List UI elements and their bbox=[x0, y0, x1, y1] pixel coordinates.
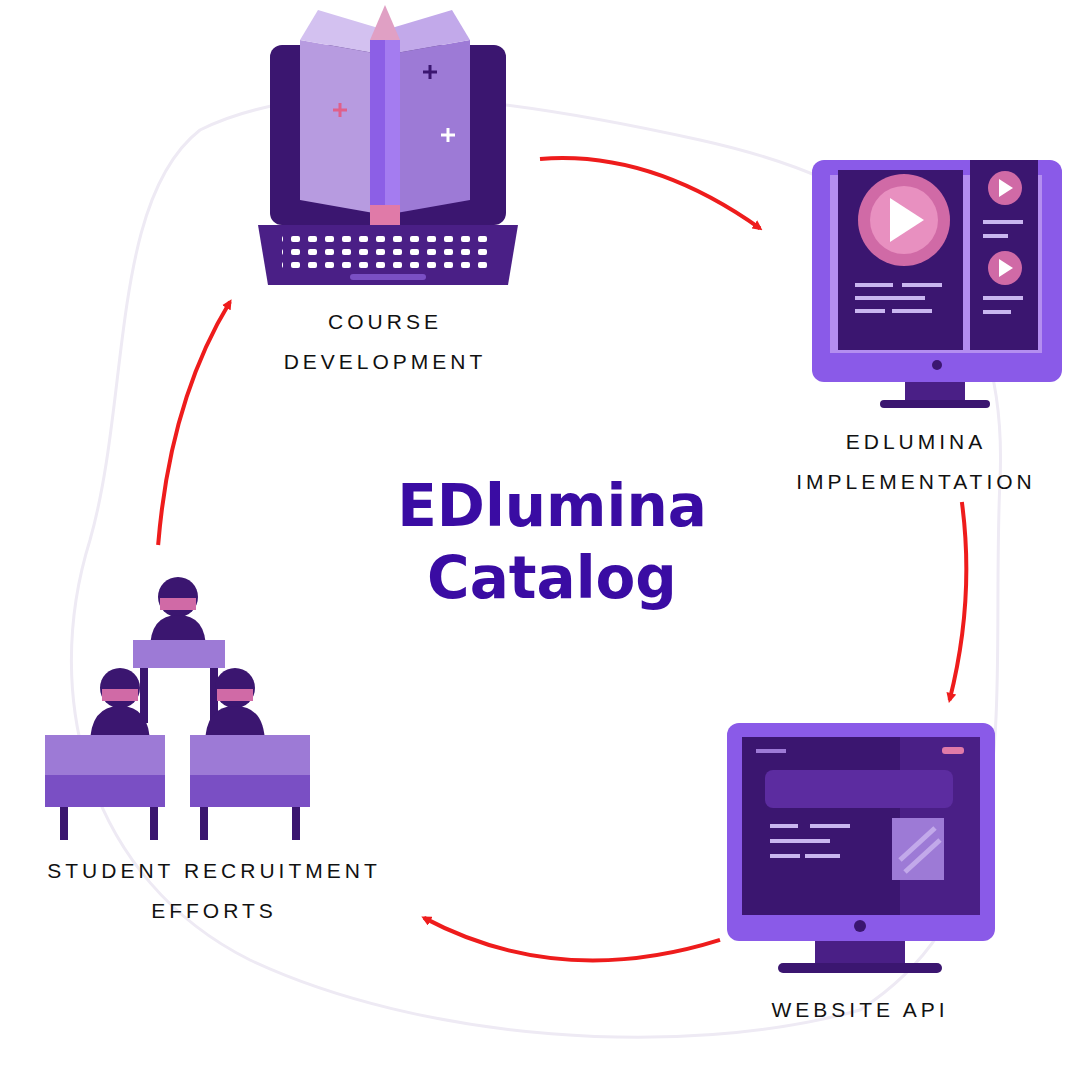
step-node: EDLUMINA IMPLEMENTATION bbox=[760, 160, 1072, 502]
website-monitor-icon bbox=[727, 723, 995, 973]
step-label: COURSE DEVELOPMENT bbox=[255, 302, 515, 382]
step-node: COURSE DEVELOPMENT bbox=[230, 0, 540, 382]
flow-arrow bbox=[424, 918, 720, 961]
step-label: WEBSITE API bbox=[725, 990, 995, 1030]
step-node: STUDENT RECRUITMENT EFFORTS bbox=[4, 545, 424, 931]
video-monitor-icon bbox=[812, 160, 1062, 408]
flow-arrow bbox=[158, 302, 230, 545]
step-label: EDLUMINA IMPLEMENTATION bbox=[763, 422, 1069, 502]
laptop-icon bbox=[258, 5, 518, 285]
step-label: STUDENT RECRUITMENT EFFORTS bbox=[7, 851, 421, 931]
diagram-title: EDlumina Catalog bbox=[352, 470, 752, 614]
step-node: WEBSITE API bbox=[720, 700, 1000, 1035]
flow-arrow bbox=[950, 502, 967, 700]
background-blob bbox=[71, 96, 1000, 1037]
students-icon bbox=[45, 577, 310, 840]
flow-arrow bbox=[540, 158, 760, 228]
